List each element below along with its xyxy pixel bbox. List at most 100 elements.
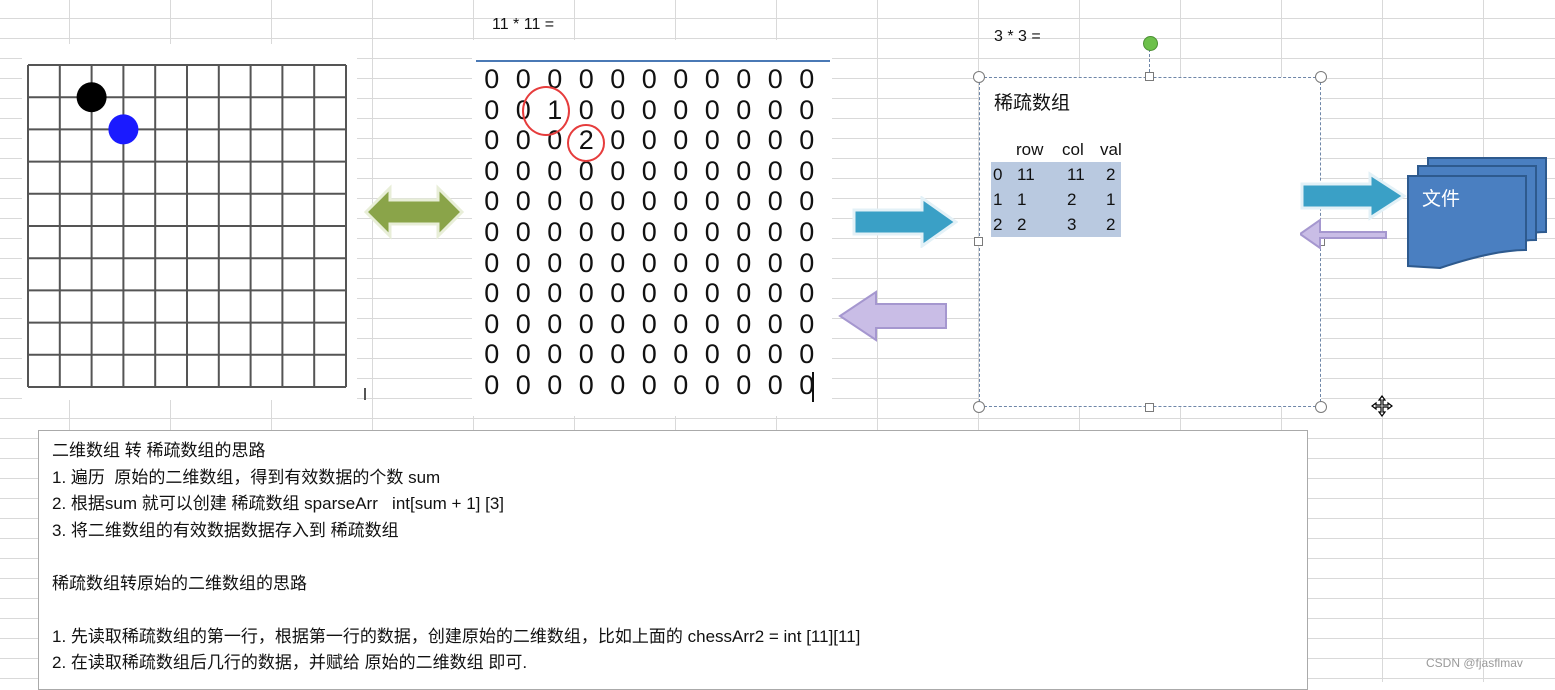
matrix-cell: 0 (673, 369, 689, 400)
matrix-cell: 0 (610, 247, 626, 278)
matrix-cell: 0 (673, 339, 689, 370)
matrix-divider (476, 60, 830, 62)
matrix-cell: 0 (641, 125, 657, 156)
matrix-cell: 0 (704, 64, 720, 94)
matrix-cell: 0 (704, 216, 720, 247)
matrix-cell: 0 (515, 308, 531, 339)
board-panel (22, 44, 357, 400)
left-arrow-icon (1300, 218, 1387, 250)
matrix-cell: 0 (673, 278, 689, 309)
matrix-cell: 0 (515, 64, 531, 94)
matrix-cell: 0 (641, 186, 657, 217)
matrix-cell: 0 (547, 155, 563, 186)
matrix-cell: 0 (767, 94, 783, 125)
matrix-cell: 0 (578, 186, 594, 217)
matrix-cell: 0 (578, 216, 594, 247)
matrix-cell: 0 (767, 64, 783, 94)
sparse-cell-row: 2 (1017, 215, 1027, 234)
matrix-cell: 0 (515, 186, 531, 217)
matrix-cell: 0 (610, 125, 626, 156)
matrix-cell: 0 (673, 308, 689, 339)
matrix-cell: 0 (641, 278, 657, 309)
matrix-cell: 0 (736, 94, 752, 125)
go-board[interactable] (26, 63, 348, 389)
sparse-cell-col: 11 (1067, 165, 1085, 184)
resize-handle-bl[interactable] (973, 401, 985, 413)
matrix-cell: 0 (767, 125, 783, 156)
watermark: CSDN @fjasflmav (1426, 656, 1523, 670)
matrix-cell: 0 (673, 247, 689, 278)
sparse-cell-row: 1 (1017, 190, 1027, 209)
notes-line: 稀疏数组转原始的二维数组的思路 (52, 573, 307, 593)
move-cursor-icon (1371, 395, 1393, 417)
matrix-cell: 0 (641, 64, 657, 94)
resize-handle-l[interactable] (974, 237, 983, 246)
matrix-cell: 0 (578, 155, 594, 186)
matrix-cell: 0 (578, 247, 594, 278)
highlight-circle-1 (522, 86, 570, 136)
matrix-cell: 0 (484, 308, 500, 339)
matrix-cell: 0 (547, 278, 563, 309)
sparse-cell-col: 3 (1067, 215, 1077, 234)
rotate-handle[interactable] (1143, 36, 1158, 51)
matrix-cell: 0 (704, 155, 720, 186)
resize-handle-br[interactable] (1315, 401, 1327, 413)
notes-line: 1. 先读取稀疏数组的第一行，根据第一行的数据，创建原始的二维数组，比如上面的 … (52, 626, 861, 646)
matrix-cell: 0 (673, 155, 689, 186)
matrix-cell: 0 (736, 186, 752, 217)
sparse-cell-col: 2 (1067, 190, 1077, 209)
matrix-cell: 0 (641, 339, 657, 370)
matrix-cell: 0 (578, 278, 594, 309)
matrix-cell: 0 (673, 125, 689, 156)
matrix-cell: 0 (799, 155, 815, 186)
matrix-cell: 0 (673, 94, 689, 125)
matrix-cell: 0 (736, 278, 752, 309)
matrix-cell: 0 (704, 94, 720, 125)
sparse-cell-row: 11 (1017, 165, 1035, 184)
matrix-cell: 0 (547, 369, 563, 400)
resize-handle-t[interactable] (1145, 72, 1154, 81)
matrix-cell: 0 (515, 216, 531, 247)
notes-line: 2. 在读取稀疏数组后几行的数据，并赋给 原始的二维数组 即可. (52, 653, 528, 672)
matrix-cell: 0 (704, 369, 720, 400)
notes-line (52, 597, 860, 624)
matrix-cell: 0 (610, 308, 626, 339)
matrix-cell: 0 (736, 155, 752, 186)
resize-handle-tr[interactable] (1315, 71, 1327, 83)
sparse-textbox[interactable] (979, 77, 1321, 407)
notes-line: 二维数组 转 稀疏数组的思路 (52, 441, 266, 460)
matrix-cell: 0 (547, 339, 563, 370)
matrix-cell: 0 (484, 339, 500, 370)
sparse-cell-val: 2 (1106, 215, 1116, 234)
resize-handle-tl[interactable] (973, 71, 985, 83)
matrix-cell: 0 (799, 186, 815, 217)
matrix-cell: 0 (641, 216, 657, 247)
matrix-cell: 0 (704, 339, 720, 370)
sparse-title: 稀疏数组 (994, 93, 1071, 114)
sparse-cell-idx: 0 (993, 165, 1003, 184)
matrix-cell: 0 (547, 308, 563, 339)
blue-piece (108, 114, 139, 145)
right-arrow-icon (1300, 171, 1407, 221)
matrix-cell: 0 (578, 339, 594, 370)
rotate-handle-line (1149, 49, 1150, 77)
file-stack-icon[interactable] (1300, 154, 1550, 274)
matrix-cell: 0 (767, 216, 783, 247)
header-val: val (1100, 140, 1122, 159)
matrix-cell: 0 (610, 64, 626, 94)
matrix-cell: 0 (641, 155, 657, 186)
matrix-cell: 0 (767, 369, 783, 400)
matrix-cell: 0 (799, 369, 815, 400)
notes-line: 3. 将二维数组的有效数据数据存入到 稀疏数组 (52, 520, 399, 540)
notes-textbox[interactable] (38, 430, 1308, 690)
matrix-cell: 0 (641, 247, 657, 278)
matrix-cell: 0 (515, 278, 531, 309)
matrix-size-label: 11 * 11 = (492, 16, 555, 33)
matrix-cell: 0 (673, 186, 689, 217)
resize-handle-b[interactable] (1145, 403, 1154, 412)
matrix-cell: 0 (515, 125, 531, 156)
